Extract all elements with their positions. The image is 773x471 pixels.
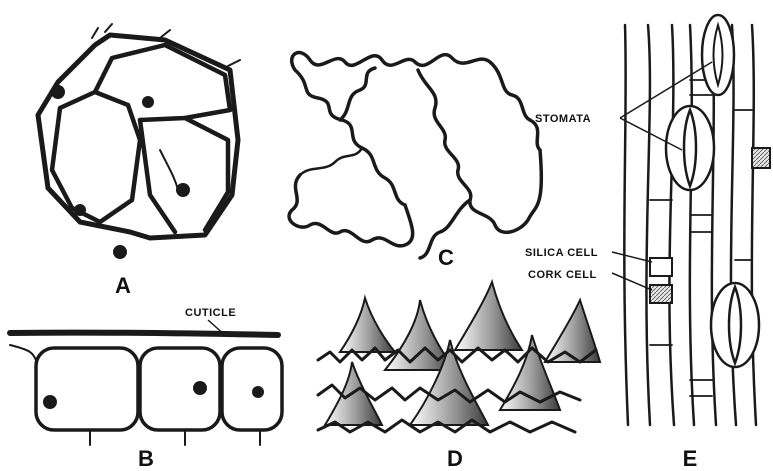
silica-cell-annotation: SILICA CELL (525, 247, 598, 259)
panel-e-label: E (683, 446, 698, 471)
panel-d: D (318, 282, 600, 471)
panel-a-label: A (115, 273, 131, 298)
panel-a-cell-walls (38, 24, 240, 238)
panel-b-nuclei (43, 381, 264, 409)
panel-b-cells (10, 345, 282, 445)
panel-d-label: D (447, 446, 463, 471)
panel-d-spines (325, 282, 600, 425)
panel-a-nuclei (51, 85, 190, 259)
panel-a: A (38, 24, 240, 298)
cork-cell-annotation: CORK CELL (528, 269, 597, 281)
panel-c: C (289, 53, 541, 270)
stomata-annotation: STOMATA (535, 113, 591, 125)
panel-c-label: C (438, 245, 454, 270)
cuticle-annotation: CUTICLE (185, 307, 236, 319)
panel-e: STOMATA SILICA CELL CORK CELL E (525, 15, 770, 471)
panel-b: CUTICLE B (10, 307, 282, 471)
panel-b-label: B (138, 446, 154, 471)
